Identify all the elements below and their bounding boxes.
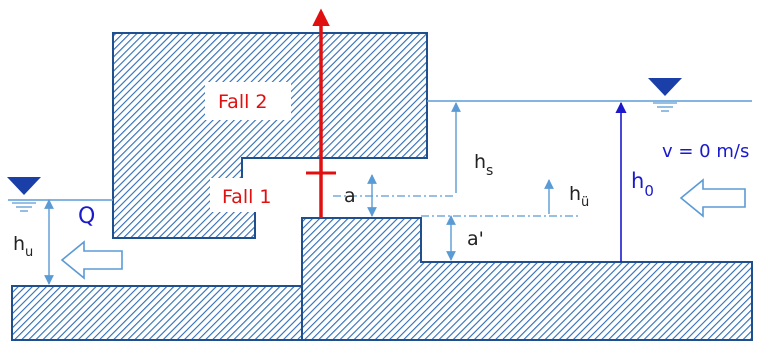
water-level-triangle-icon xyxy=(7,177,41,212)
case-2-label: Fall 2 xyxy=(218,91,268,113)
flow-arrow-icon xyxy=(679,178,746,218)
hs-label: hs xyxy=(474,151,493,179)
downstream-depth-label: hu xyxy=(13,233,33,260)
h0-label: h0 xyxy=(631,169,654,200)
downstream-floor xyxy=(11,285,303,341)
a-label: a xyxy=(344,185,356,207)
discharge-label: Q xyxy=(78,204,95,229)
weir-sill xyxy=(301,217,753,341)
water-level-triangle-icon xyxy=(648,78,682,112)
flow-arrow-icon xyxy=(60,240,123,280)
h-overflow-label: hü xyxy=(569,183,589,210)
velocity-label: v = 0 m/s xyxy=(662,141,749,162)
a-prime-label: a' xyxy=(467,228,484,250)
case-1-label: Fall 1 xyxy=(222,186,272,208)
